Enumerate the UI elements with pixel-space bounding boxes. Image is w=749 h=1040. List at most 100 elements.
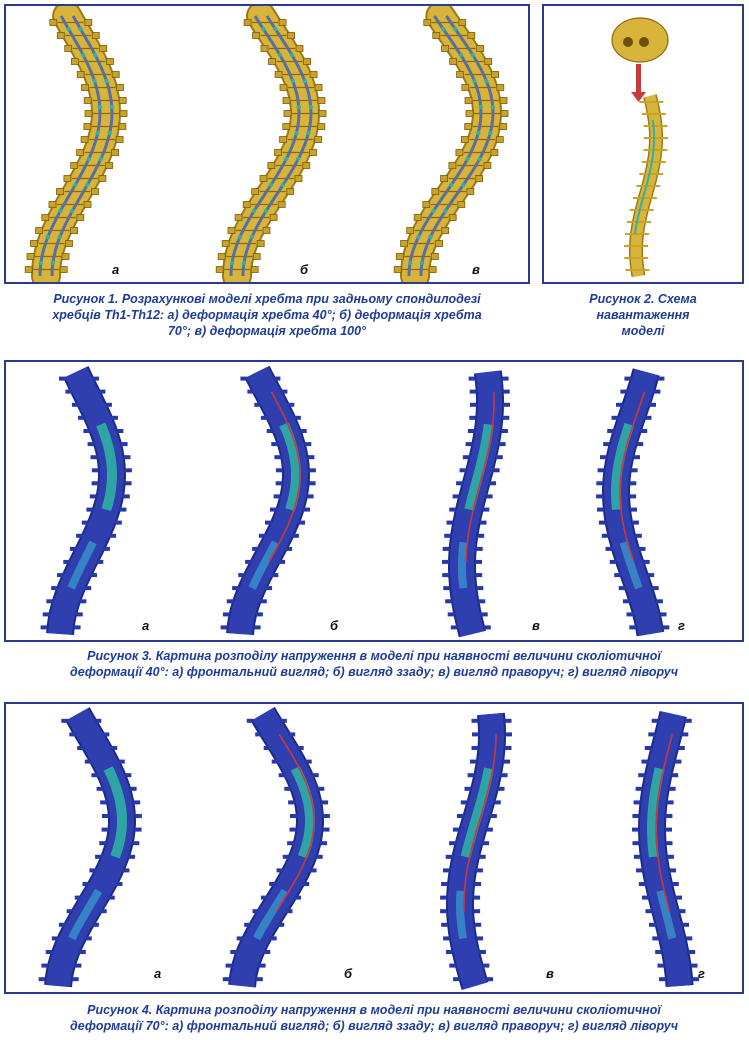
fig1-v-screw — [419, 260, 425, 266]
fig1-b-screw — [284, 156, 289, 162]
fig4-b-process-left — [255, 732, 263, 737]
fig3-g-process-left — [596, 481, 604, 486]
fig3-a-process-right — [90, 573, 97, 578]
fig1-a-process-right — [65, 240, 73, 247]
fig3-v-process-left — [442, 546, 450, 551]
fig1-v-process-right — [495, 136, 504, 143]
fig3-g-process-right — [636, 442, 644, 447]
fig4-b-process-right — [304, 759, 312, 764]
fig1-b-process-left — [260, 45, 269, 52]
figure-4-label-g: г — [698, 966, 705, 981]
fig4-g-rod — [655, 734, 674, 912]
fig3-a-process-right — [92, 376, 99, 381]
figure-1-label-b: б — [300, 262, 309, 277]
figure-4-stress-maps — [38, 706, 700, 990]
fig1-v-process-right — [458, 19, 467, 26]
fig3-a-process-right — [114, 520, 122, 525]
fig4-a-process-left — [101, 827, 109, 832]
fig1-a-screw — [109, 104, 115, 110]
fig3-g-process-left — [601, 533, 609, 538]
fig1-b-process-right — [250, 266, 259, 273]
scheme-rod — [634, 119, 656, 235]
fig3-b-process-left — [275, 481, 283, 486]
fig3-b-process-right — [278, 559, 286, 564]
fig3-a-process-left — [40, 625, 48, 630]
fig1-b-rod-right — [241, 15, 313, 277]
fig1-v-screw — [476, 130, 481, 136]
fig3-g-process-right — [647, 573, 655, 578]
fig3-b-process-right — [280, 389, 288, 394]
fig4-a-process-left — [91, 773, 99, 778]
fig1-v-screw — [441, 26, 446, 32]
fig3-a-process-left — [86, 507, 94, 512]
fig4-v-process-right — [476, 868, 483, 873]
fig3-a-process-left — [91, 481, 99, 486]
fig4-a-process-left — [58, 922, 66, 927]
fig1-b-process-left — [279, 136, 288, 143]
fig4-g-process-left — [657, 963, 665, 968]
figure-1-frame: а б в — [4, 4, 530, 284]
fig4-a-process-left — [82, 882, 90, 886]
fig1-a-screw — [95, 130, 100, 136]
fig3-g-process-left — [609, 559, 617, 564]
fig1-v-process-right — [435, 240, 444, 247]
fig1-b-process-right — [314, 136, 323, 143]
fig1-b-screw — [290, 78, 295, 84]
fig1-b-process-right — [295, 45, 304, 52]
fig3-b-stress-zone — [279, 422, 302, 512]
fig4-a-process-right — [124, 773, 132, 778]
fig4-b-process-left — [284, 786, 292, 791]
fig3-b-process-left — [260, 415, 268, 420]
fig4-b-process-right — [320, 841, 328, 846]
fig4-v-process-right — [500, 773, 508, 778]
fig1-v-process-right — [466, 188, 475, 195]
fig3-v-process-left — [469, 415, 477, 420]
fig4-b-process-left — [246, 718, 254, 723]
fig4-a-process-right — [115, 882, 123, 886]
fig4-g-process-right — [688, 950, 696, 954]
fig3-v-process-right — [477, 533, 485, 538]
fig3-b-process-right — [308, 468, 316, 473]
fig1-b-screw — [249, 234, 255, 240]
fig1-a-process-right — [84, 19, 93, 26]
fig1-v-process-right — [499, 123, 508, 130]
fig1-a-process-left — [83, 123, 92, 130]
fig4-a-process-left — [89, 868, 97, 873]
load-arrow-head — [631, 92, 646, 102]
fig3-a-process-left — [42, 612, 50, 617]
fig1-a-process-left — [48, 201, 57, 208]
fig1-v-screw — [458, 52, 463, 58]
fig4-g-process-right — [677, 746, 685, 750]
fig1-b-screw — [261, 26, 266, 32]
fig1-v-screw — [453, 26, 458, 32]
fig4-g-process-right — [665, 841, 673, 846]
fig1-b-screw — [296, 104, 301, 110]
fig1-b-process-left — [282, 123, 291, 130]
fig3-g-process-left — [620, 389, 628, 394]
fig1-a-process-right — [106, 58, 114, 65]
fig3-b-process-left — [232, 586, 240, 591]
fig4-b-process-right — [322, 827, 330, 832]
fig4-g-process-left — [632, 827, 639, 832]
fig1-v-process-right — [483, 162, 492, 169]
fig4-a-process-right — [133, 800, 141, 805]
fig4-g-process-right — [665, 814, 673, 818]
fig4-v-process-left — [445, 854, 453, 859]
fig4-a-process-left — [95, 854, 103, 859]
fig4-b-process-left — [289, 827, 297, 832]
fig1-v-process-right — [484, 58, 493, 65]
fig4-v-process-right — [485, 827, 493, 832]
fig3-v-process-left — [469, 389, 477, 394]
fig4-v-process-right — [478, 950, 486, 954]
fig3-g-process-left — [597, 507, 604, 512]
figure-4-label-b: б — [344, 966, 353, 981]
fig4-g-process-left — [649, 922, 656, 927]
fig3-g-process-right — [638, 546, 646, 551]
fig3-v-process-right — [475, 546, 483, 551]
fig4-g-process-right — [684, 718, 692, 723]
fig4-v-stress-zone-lower — [455, 890, 468, 940]
fig1-v-process-right — [496, 84, 505, 91]
fig1-a-process-left — [30, 240, 38, 247]
fig1-a-process-right — [91, 32, 100, 39]
fig1-a-process-left — [71, 58, 79, 65]
